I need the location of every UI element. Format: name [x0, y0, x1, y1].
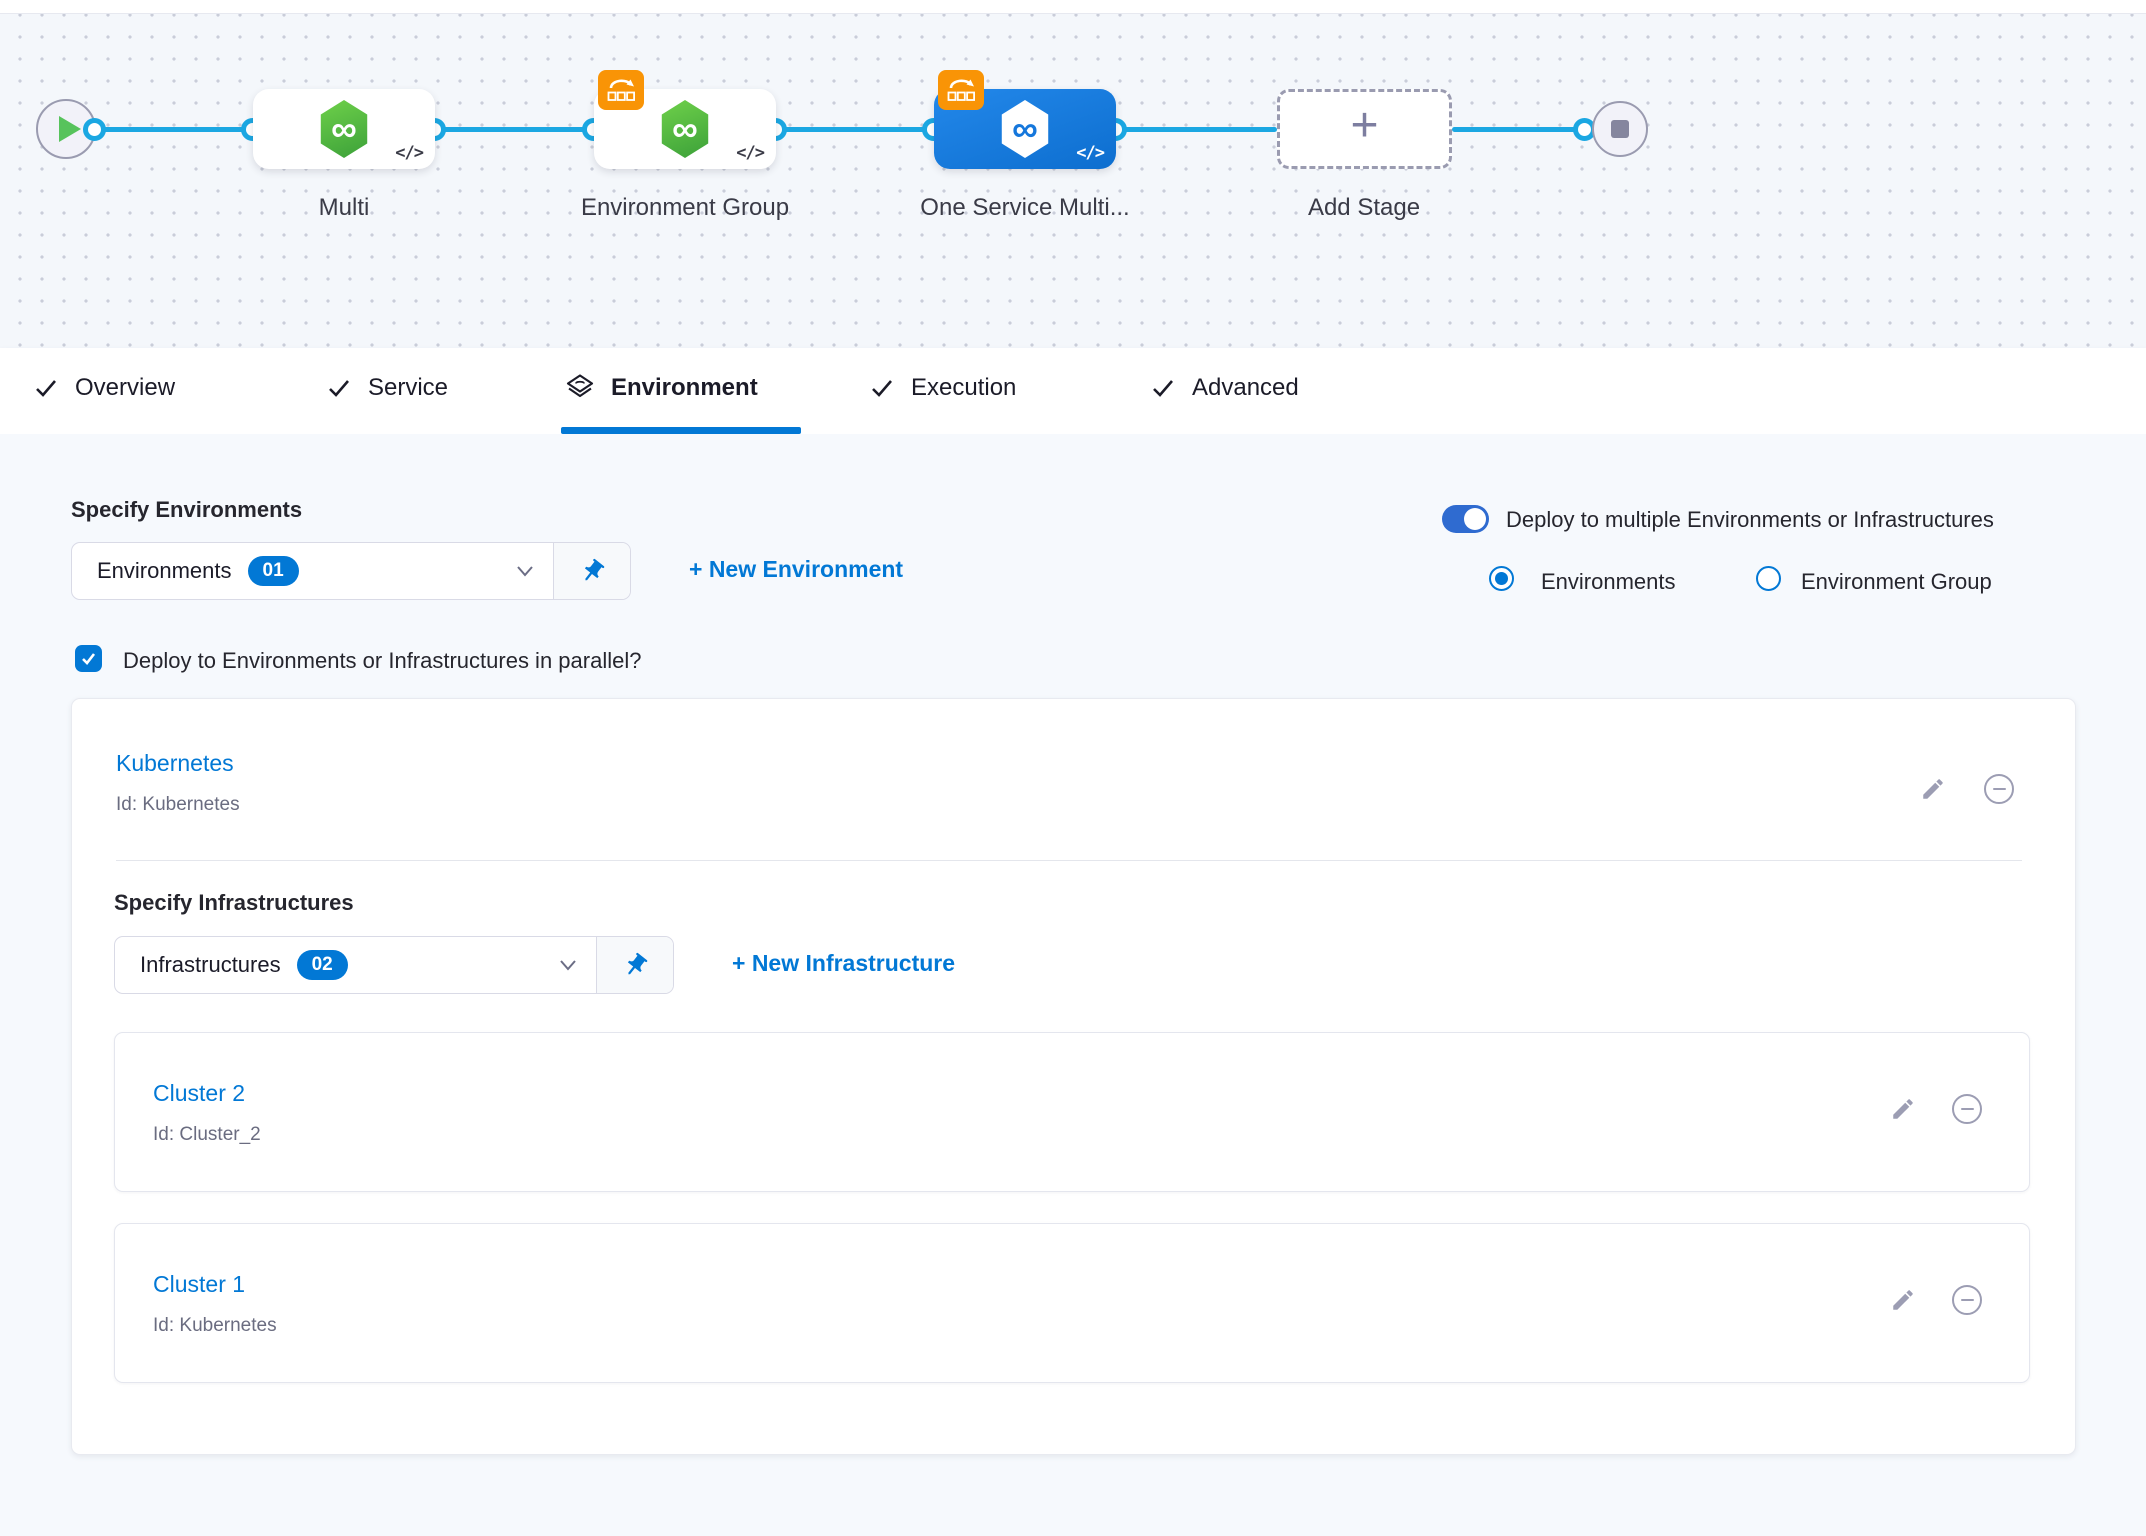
pipeline-canvas[interactable]: ∞ </> Multi ∞ </> Environment Group	[0, 13, 2146, 349]
stage-node-multi[interactable]: ∞ </>	[253, 89, 435, 169]
chevron-down-icon	[558, 958, 578, 972]
check-icon	[36, 379, 56, 397]
count-badge: 02	[296, 949, 348, 981]
pipeline-end-node[interactable]	[1592, 101, 1648, 157]
deploy-parallel-checkbox[interactable]	[75, 645, 102, 672]
propagate-stage-icon	[598, 70, 644, 110]
environment-layers-icon	[566, 373, 594, 397]
infinity-glyph: ∞	[672, 108, 698, 149]
infrastructures-dropdown[interactable]: Infrastructures 02	[114, 936, 674, 994]
pin-icon	[627, 952, 647, 974]
infrastructure-name-link[interactable]: Cluster 1	[153, 1271, 246, 1297]
pin-toggle-button[interactable]	[553, 543, 630, 599]
top-strip	[0, 0, 2146, 13]
remove-infrastructure-button[interactable]	[1952, 1285, 1982, 1315]
minus-circle-icon	[1952, 1285, 1982, 1315]
tab-label: Execution	[911, 373, 1017, 401]
check-icon	[329, 379, 349, 397]
add-stage-label: Add Stage	[1307, 194, 1421, 221]
radio-environment-group[interactable]	[1756, 566, 1781, 591]
deploy-multiple-toggle-label: Deploy to multiple Environments or Infra…	[1506, 507, 1994, 532]
edit-infrastructure-button[interactable]	[1890, 1096, 1916, 1122]
service-infinity-icon: ∞	[661, 100, 709, 158]
dropdown-label: Infrastructures	[140, 952, 281, 977]
connector-line	[435, 127, 594, 132]
stage-label-one-service-multi: One Service Multi...	[920, 194, 1130, 221]
chevron-down-icon	[515, 564, 535, 578]
tab-label: Environment	[611, 373, 758, 401]
check-icon	[1153, 379, 1173, 397]
stop-icon	[1611, 120, 1629, 138]
check-icon	[82, 653, 96, 665]
count-badge: 01	[247, 555, 299, 587]
minus-circle-icon	[1984, 774, 2014, 804]
service-infinity-icon: ∞	[1001, 100, 1049, 158]
stage-label-environment-group: Environment Group	[580, 194, 790, 221]
code-view-icon[interactable]: </>	[1076, 143, 1105, 163]
dropdown-label: Environments	[97, 558, 232, 583]
infrastructure-name-link[interactable]: Cluster 2	[153, 1080, 246, 1106]
infrastructure-card-cluster-2	[114, 1032, 2030, 1192]
tab-advanced[interactable]: Advanced	[1150, 348, 1299, 427]
plus-icon: +	[1350, 99, 1379, 152]
toggle-knob	[1464, 508, 1486, 530]
play-icon	[59, 116, 81, 142]
connector-line	[95, 127, 253, 132]
tab-label: Advanced	[1192, 373, 1299, 401]
deploy-multiple-toggle[interactable]	[1442, 505, 1489, 533]
tab-service[interactable]: Service	[326, 348, 448, 427]
specify-environments-heading: Specify Environments	[71, 497, 303, 522]
radio-environments-label: Environments	[1541, 569, 1676, 594]
specify-infrastructures-heading: Specify Infrastructures	[114, 890, 354, 915]
environment-name-link[interactable]: Kubernetes	[116, 750, 234, 776]
pencil-icon	[1893, 1290, 1913, 1310]
connector-line	[776, 127, 934, 132]
connector-line	[1452, 127, 1585, 132]
connector-port[interactable]	[83, 118, 106, 141]
pin-icon	[584, 558, 604, 580]
stage-label-multi: Multi	[318, 194, 370, 221]
infrastructures-dropdown-value[interactable]: Infrastructures 02	[115, 937, 596, 993]
code-view-icon[interactable]: </>	[395, 143, 424, 163]
infinity-glyph: ∞	[1012, 108, 1038, 149]
minus-circle-icon	[1952, 1094, 1982, 1124]
radio-environment-group-label: Environment Group	[1801, 569, 1992, 594]
environment-id-text: Id: Kubernetes	[116, 794, 240, 815]
pin-toggle-button[interactable]	[596, 937, 673, 993]
infrastructure-card-cluster-1	[114, 1223, 2030, 1383]
propagate-stage-icon	[938, 70, 984, 110]
code-view-icon[interactable]: </>	[736, 143, 765, 163]
pencil-icon	[1923, 779, 1943, 799]
infrastructure-id-text: Id: Cluster_2	[153, 1124, 261, 1145]
edit-infrastructure-button[interactable]	[1890, 1287, 1916, 1313]
connector-line	[1116, 127, 1277, 132]
new-infrastructure-link[interactable]: + New Infrastructure	[732, 950, 956, 976]
pencil-icon	[1893, 1099, 1913, 1119]
tab-environment[interactable]: Environment	[565, 348, 758, 427]
infinity-glyph: ∞	[331, 108, 357, 149]
tab-label: Overview	[75, 373, 176, 401]
tab-overview[interactable]: Overview	[33, 348, 175, 427]
environments-dropdown[interactable]: Environments 01	[71, 542, 631, 600]
remove-environment-button[interactable]	[1984, 774, 2014, 804]
stage-tab-bar: Overview Service Environment Execution A…	[0, 348, 2146, 434]
add-stage-button[interactable]: +	[1277, 89, 1452, 169]
active-tab-underline	[561, 427, 801, 434]
radio-environments[interactable]	[1489, 566, 1514, 591]
service-infinity-icon: ∞	[320, 100, 368, 158]
deploy-parallel-checkbox-label: Deploy to Environments or Infrastructure…	[123, 648, 642, 673]
environments-dropdown-value[interactable]: Environments 01	[72, 543, 553, 599]
tab-execution[interactable]: Execution	[869, 348, 1016, 427]
radio-selected-dot	[1495, 572, 1508, 585]
new-environment-link[interactable]: + New Environment	[689, 556, 904, 582]
check-icon	[872, 379, 892, 397]
remove-infrastructure-button[interactable]	[1952, 1094, 1982, 1124]
infrastructure-id-text: Id: Kubernetes	[153, 1315, 277, 1336]
tab-label: Service	[368, 373, 449, 401]
edit-environment-button[interactable]	[1920, 776, 1946, 802]
card-divider	[116, 860, 2022, 861]
